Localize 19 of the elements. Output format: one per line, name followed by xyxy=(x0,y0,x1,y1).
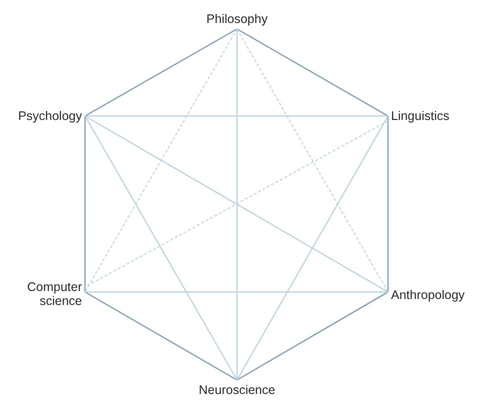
connector-line xyxy=(236,116,389,380)
dashed-connector-line xyxy=(236,28,388,292)
connector-line xyxy=(84,116,238,380)
connector-line xyxy=(85,291,388,293)
connector-line xyxy=(236,28,388,117)
discipline-label: Philosophy xyxy=(206,12,268,29)
discipline-label: Computer science xyxy=(13,280,85,308)
discipline-label: Anthropology xyxy=(388,288,468,302)
dashed-connector-line xyxy=(84,28,238,292)
connector-line xyxy=(236,29,238,380)
connector-line xyxy=(85,115,388,117)
connector-line xyxy=(236,291,388,381)
connector-line xyxy=(84,28,238,117)
discipline-label: Linguistics xyxy=(388,109,452,123)
discipline-label: Psychology xyxy=(15,109,85,123)
discipline-label: Neuroscience xyxy=(198,380,276,397)
connector-line xyxy=(84,291,238,381)
connector-line xyxy=(84,116,86,292)
connector-line xyxy=(387,116,389,292)
